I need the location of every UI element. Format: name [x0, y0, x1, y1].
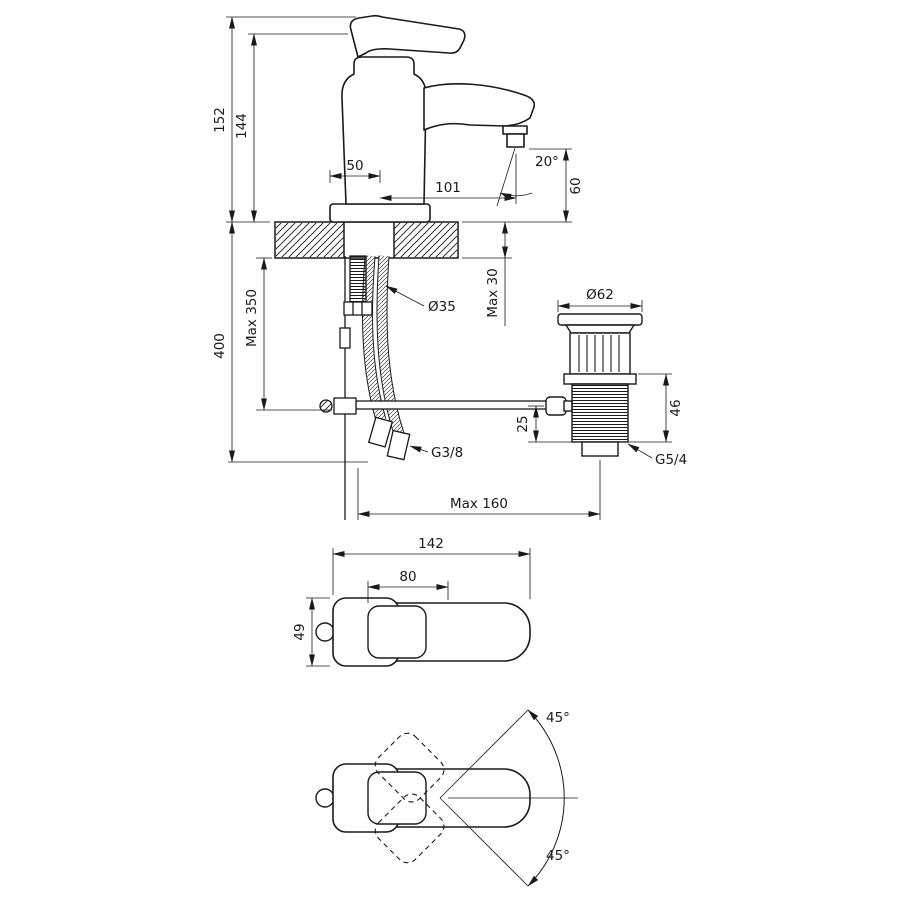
hose-thread-label: G3/8: [431, 445, 463, 461]
waste-tail: [581, 441, 619, 457]
hose-nut-right: [386, 429, 411, 461]
handle-rotated-down-dashed: [374, 793, 445, 864]
dim-body-width: 49: [292, 597, 330, 667]
plan-handle-top: [367, 605, 427, 659]
swivel-view: 45° 45°: [315, 709, 578, 887]
label-waste-thread: G5/4: [627, 443, 687, 468]
dim-total-length: 142: [332, 536, 531, 599]
dim-deck-thickness: Max 30: [462, 221, 512, 326]
dim-hose-length-label: 400: [212, 333, 228, 359]
dim-waste-flange-diameter: Ø62: [557, 287, 643, 312]
dim-handle-reach-label: 80: [399, 569, 416, 585]
dim-body-height-label: 144: [234, 113, 250, 139]
waste-slotted-cup: [569, 332, 631, 375]
dim-body-width-label: 49: [292, 623, 308, 640]
dim-total-height: 152: [212, 16, 356, 223]
dim-total-height-label: 152: [212, 107, 228, 133]
dim-rod-depth-label: Max 350: [244, 289, 260, 347]
side-view-dimensions: 152 144 50 101 20°: [212, 16, 687, 520]
dim-spout-angle-label: 20°: [535, 154, 559, 170]
waste-flange-diameter-label: Ø62: [586, 287, 614, 303]
swivel-arc: [527, 709, 565, 887]
swivel-radius-up: [439, 709, 529, 799]
label-hose-thread: G3/8: [409, 445, 463, 461]
waste-flange: [563, 373, 637, 385]
dim-spout-height-label: 60: [568, 177, 584, 194]
faucet-body: [341, 56, 427, 205]
dim-waste-body-height: 46: [620, 373, 684, 443]
waste-thread-label: G5/4: [655, 452, 687, 468]
waste-threaded-body: [571, 383, 629, 443]
handle-rotated-up-dashed: [374, 732, 445, 803]
dim-rod-depth: Max 350: [244, 257, 332, 411]
swivel-up-label: 45°: [546, 710, 570, 726]
waste-linkage-joint: [545, 396, 567, 416]
dim-spout-reach-label: 101: [435, 180, 461, 196]
countertop: [274, 221, 459, 259]
mounting-nut: [343, 301, 373, 316]
hose-nut-left: [367, 416, 394, 448]
dim-deck-thickness-label: Max 30: [485, 268, 501, 317]
waste-plug-lip: [564, 324, 636, 334]
dim-spout-to-waste: Max 160: [357, 460, 601, 520]
mounting-hardware: [319, 255, 551, 520]
dim-spout-to-waste-label: Max 160: [450, 496, 508, 512]
countertop-hatch-left: [276, 223, 344, 257]
label-hole-diameter: Ø35: [385, 285, 456, 315]
dim-spout-angle: 20°: [496, 147, 559, 207]
waste-plug: [557, 313, 643, 326]
threaded-stud: [349, 255, 367, 303]
dim-waste-offset: 25: [515, 405, 580, 443]
dim-spout-reach: 101: [379, 154, 517, 204]
dim-waste-offset-label: 25: [515, 415, 531, 432]
plan-dimensions: 142 80 49: [292, 536, 531, 667]
dim-waste-body-height-label: 46: [668, 399, 684, 416]
swivel-radius-down: [439, 797, 529, 887]
side-view: 152 144 50 101 20°: [212, 14, 687, 520]
dim-hose-length: 400: [212, 221, 368, 463]
faucet-spout: [423, 82, 536, 131]
swivel-rod-ring: [315, 788, 335, 808]
swivel-dimensions: 45° 45°: [439, 709, 578, 887]
hole-diameter-label: Ø35: [428, 299, 456, 315]
dim-total-length-label: 142: [418, 536, 444, 552]
countertop-hatch-right: [394, 223, 457, 257]
dim-handle-reach: 80: [367, 569, 449, 603]
waste-assembly: [545, 313, 643, 457]
faucet-lever-handle: [349, 14, 466, 58]
aerator-collar: [502, 125, 528, 135]
waste-linkage-nub: [563, 400, 573, 412]
linkage-rod: [355, 400, 551, 410]
aerator: [506, 133, 525, 148]
rod-joint: [339, 327, 351, 349]
plan-rod-ring: [315, 622, 335, 642]
faucet-base-plate: [329, 203, 431, 223]
dim-spout-height: 60: [462, 148, 584, 223]
dim-body-height: 144: [234, 33, 348, 223]
hose-right: [376, 255, 405, 436]
clamp-screw: [319, 399, 333, 413]
dim-handle-length-label: 50: [346, 158, 363, 174]
plan-view: 142 80 49: [292, 536, 531, 667]
swivel-down-label: 45°: [546, 848, 570, 864]
faucet: [329, 14, 536, 223]
dim-handle-length: 50: [329, 158, 381, 183]
swivel-handle-top: [367, 771, 427, 825]
rod-clamp: [333, 397, 357, 415]
waste-slots: [578, 335, 620, 372]
